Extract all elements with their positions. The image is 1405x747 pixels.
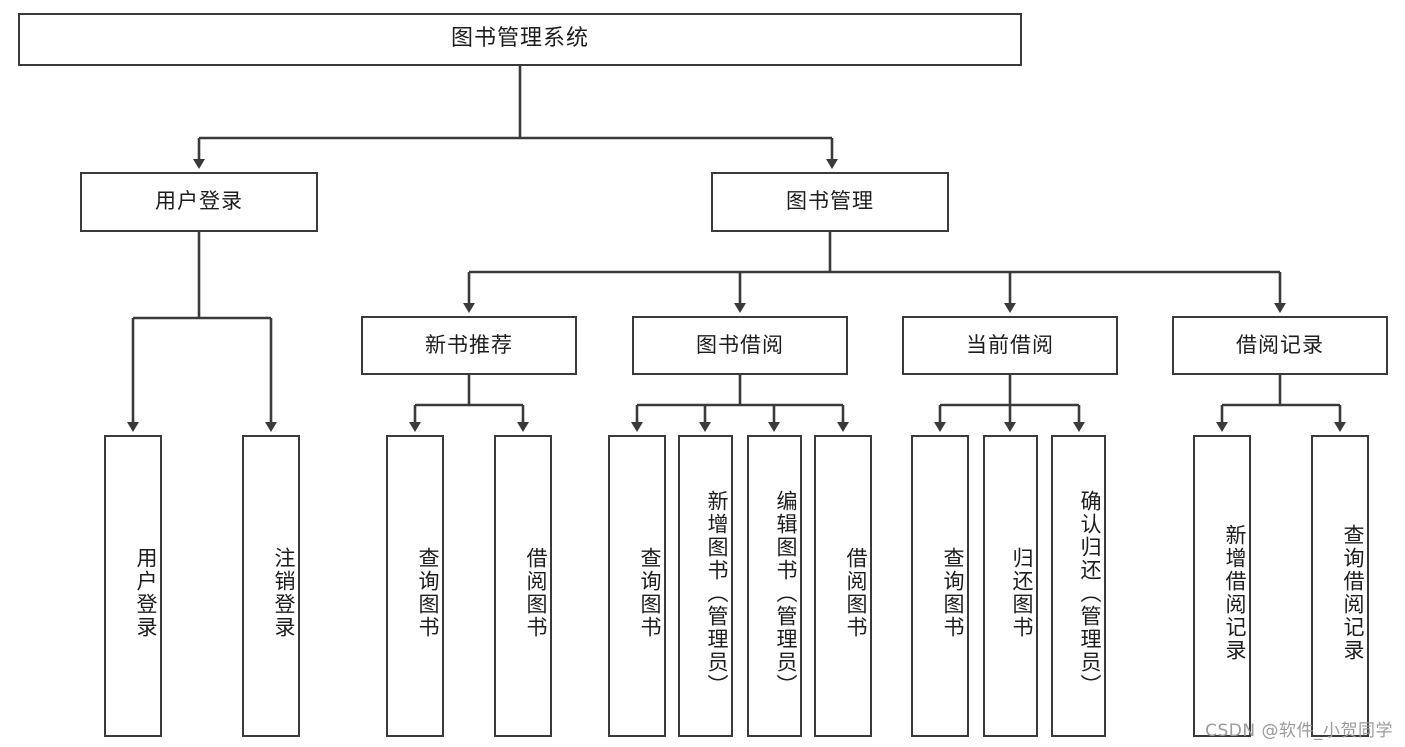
leaf-borrow-edit-book[interactable]: 编辑图书（管理员）: [747, 435, 802, 737]
leaf-borrow-edit-book-label: 编辑图书（管理员）: [774, 489, 798, 697]
leaf-borrow-borrow-book-label: 借阅图书: [844, 547, 868, 639]
leaf-new-book-borrow-label: 借阅图书: [524, 547, 548, 639]
leaf-borrow-add-book[interactable]: 新增图书（管理员）: [678, 435, 733, 737]
leaf-current-query-book[interactable]: 查询图书: [911, 435, 969, 737]
leaf-record-query-label: 查询借阅记录: [1341, 524, 1365, 662]
leaf-user-login-signin[interactable]: 用户登录: [104, 435, 162, 737]
leaf-current-confirm-return[interactable]: 确认归还（管理员）: [1051, 435, 1106, 737]
leaf-current-query-book-label: 查询图书: [941, 547, 965, 639]
node-book-borrow[interactable]: 图书借阅: [632, 316, 848, 375]
leaf-current-confirm-return-label: 确认归还（管理员）: [1078, 489, 1102, 697]
node-book-management-label: 图书管理: [786, 189, 874, 214]
leaf-current-return-book[interactable]: 归还图书: [983, 435, 1038, 737]
leaf-borrow-query-book[interactable]: 查询图书: [608, 435, 666, 737]
leaf-current-return-book-label: 归还图书: [1010, 547, 1034, 639]
leaf-new-book-borrow[interactable]: 借阅图书: [494, 435, 552, 737]
node-book-management[interactable]: 图书管理: [711, 172, 949, 232]
leaf-new-book-query[interactable]: 查询图书: [386, 435, 444, 737]
node-borrow-record[interactable]: 借阅记录: [1172, 316, 1388, 375]
node-root-system-label: 图书管理系统: [450, 26, 589, 52]
node-borrow-record-label: 借阅记录: [1236, 332, 1324, 357]
leaf-user-login-signout[interactable]: 注销登录: [242, 435, 300, 737]
leaf-record-add-label: 新增借阅记录: [1223, 524, 1247, 662]
node-user-login-label: 用户登录: [155, 189, 243, 214]
node-book-borrow-label: 图书借阅: [696, 332, 784, 357]
leaf-record-query[interactable]: 查询借阅记录: [1311, 435, 1369, 737]
leaf-user-login-signin-label: 用户登录: [134, 547, 158, 639]
node-new-book-recommend[interactable]: 新书推荐: [361, 316, 577, 375]
node-current-borrow[interactable]: 当前借阅: [902, 316, 1118, 375]
node-user-login[interactable]: 用户登录: [80, 172, 318, 232]
node-current-borrow-label: 当前借阅: [966, 332, 1054, 357]
leaf-borrow-query-book-label: 查询图书: [638, 547, 662, 639]
leaf-borrow-add-book-label: 新增图书（管理员）: [705, 489, 729, 697]
leaf-user-login-signout-label: 注销登录: [272, 547, 296, 639]
node-new-book-recommend-label: 新书推荐: [425, 332, 513, 357]
node-root-system[interactable]: 图书管理系统: [18, 13, 1022, 66]
leaf-borrow-borrow-book[interactable]: 借阅图书: [814, 435, 872, 737]
leaf-new-book-query-label: 查询图书: [416, 547, 440, 639]
leaf-record-add[interactable]: 新增借阅记录: [1193, 435, 1251, 737]
